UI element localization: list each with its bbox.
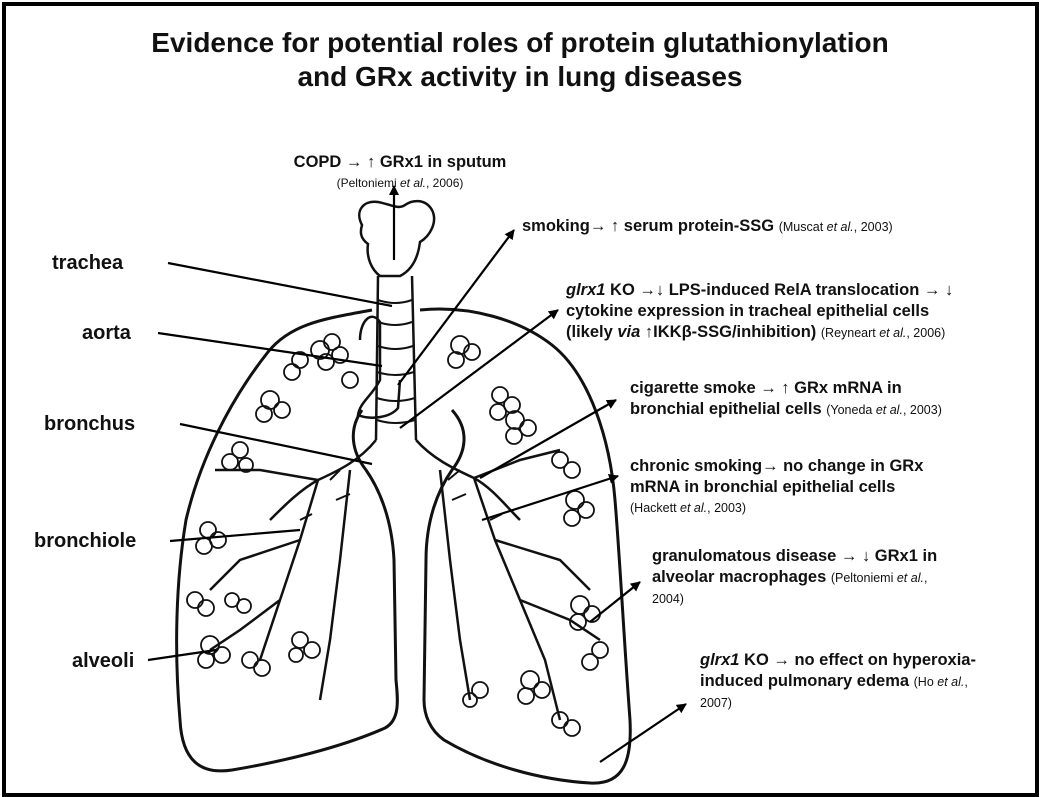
granulomatous-arrow (590, 582, 640, 622)
evidence-glrx1-rela: glrx1 KO →↓ LPS-induced RelA translocati… (566, 280, 953, 344)
label-bronchiole: bronchiole (34, 530, 136, 553)
label-trachea: trachea (52, 252, 123, 275)
smoking-ref: (Muscat et al., 2003) (779, 220, 893, 234)
evidence-granulomatous: granulomatous disease → ↓ GRx1 in alveol… (652, 546, 937, 610)
evidence-chronic: chronic smoking→ no change in GRx mRNA i… (630, 456, 923, 519)
glrx1-edema-line-1: glrx1 KO → no effect on hyperoxia- (700, 650, 976, 671)
chronic-line-1: chronic smoking→ no change in GRx (630, 456, 923, 477)
chronic-line-2: mRNA in bronchial epithelial cells (630, 477, 923, 498)
glrx1-edema-line-2: induced pulmonary edema (Ho et al., (700, 671, 976, 693)
chronic-arrow (482, 476, 618, 520)
glrx1-edema-arrow (600, 704, 686, 762)
evidence-smoking: smoking→ ↑ serum protein-SSG (Muscat et … (522, 216, 893, 238)
glrx1-rela-arrow (400, 310, 558, 428)
bronchiole-leader (170, 530, 300, 541)
copd-ref: (Peltoniemi et al., 2006) (290, 173, 510, 194)
aorta-leader (158, 333, 382, 366)
granulomatous-line-1: granulomatous disease → ↓ GRx1 in (652, 546, 937, 567)
label-bronchus: bronchus (44, 413, 135, 436)
right-lung-outline (420, 309, 630, 783)
copd-text: COPD → ↑ GRx1 in sputum (290, 152, 510, 173)
smoking-arrow (398, 230, 514, 385)
evidence-copd: COPD → ↑ GRx1 in sputum (Peltoniemi et a… (290, 152, 510, 194)
glrx1-rela-line-3: (likely via ↑IKKβ-SSG/inhibition) (Reyne… (566, 322, 953, 344)
smoking-text: smoking→ ↑ serum protein-SSG (522, 217, 779, 235)
anatomy-leader-lines (148, 263, 392, 660)
label-aorta: aorta (82, 322, 131, 345)
evidence-cigarette: cigarette smoke → ↑ GRx mRNA in bronchia… (630, 378, 942, 421)
alveoli-leader (148, 650, 216, 660)
granulomatous-ref-year: 2004) (652, 589, 937, 610)
cigarette-line-2: bronchial epithelial cells (Yoneda et al… (630, 399, 942, 421)
aorta-shape (358, 317, 400, 418)
glrx1-rela-line-1: glrx1 KO →↓ LPS-induced RelA translocati… (566, 280, 953, 301)
chronic-ref: (Hackett et al., 2003) (630, 498, 923, 519)
bronchus-leader (180, 424, 372, 464)
granulomatous-line-2: alveolar macrophages (Peltoniemi et al., (652, 567, 937, 589)
glrx1-rela-line-2: cytokine expression in tracheal epitheli… (566, 301, 953, 322)
evidence-glrx1-edema: glrx1 KO → no effect on hyperoxia- induc… (700, 650, 976, 714)
glrx1-edema-ref-year: 2007) (700, 693, 976, 714)
cigarette-line-1: cigarette smoke → ↑ GRx mRNA in (630, 378, 942, 399)
label-alveoli: alveoli (72, 650, 134, 673)
bronchial-tree (210, 440, 600, 720)
larynx-shape (359, 201, 434, 276)
cigarette-arrow (480, 400, 616, 478)
trachea-leader (168, 263, 392, 306)
